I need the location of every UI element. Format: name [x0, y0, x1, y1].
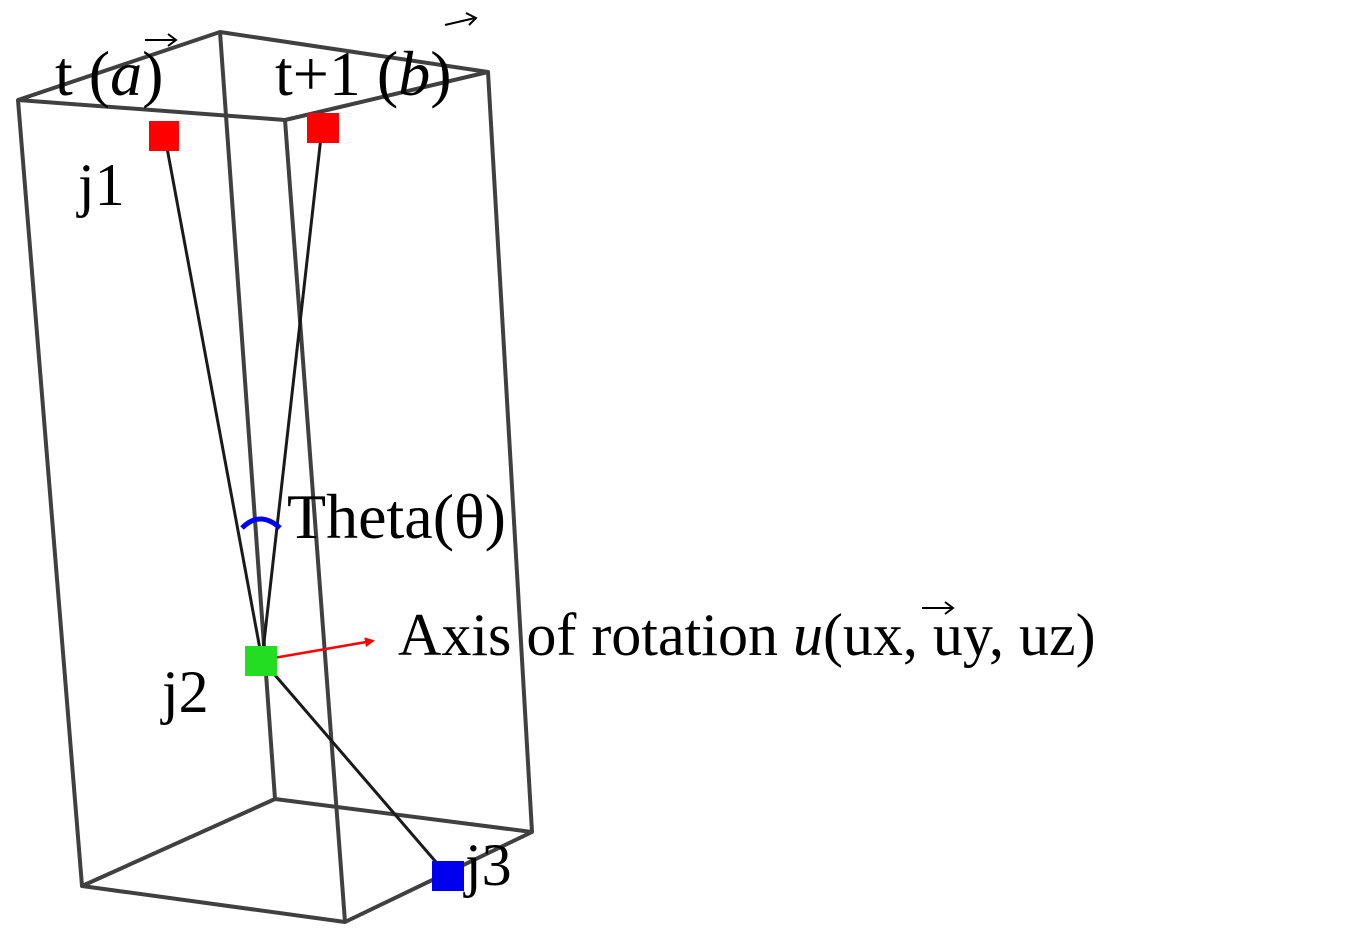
label-time-t: t (a) — [55, 38, 163, 109]
label-theta: Theta(θ) — [287, 481, 506, 552]
vector-arrow-b — [444, 12, 478, 26]
joint-j1-next — [307, 113, 339, 143]
joint-j2 — [245, 646, 277, 676]
box-edge-back-right — [486, 71, 534, 833]
vector-arrow-a — [145, 33, 178, 47]
label-axis-of-rotation: Axis of rotation u(ux, uy, uz) — [398, 602, 1096, 668]
box-edge-front-right — [283, 119, 347, 923]
axis-arrow — [261, 637, 375, 662]
bone-j2-j3 — [260, 659, 450, 877]
label-j3: j3 — [463, 832, 512, 898]
bone-j1-j2 — [163, 136, 264, 661]
label-j2: j2 — [160, 659, 209, 725]
box-edge-back-left — [218, 31, 277, 800]
label-time-t1: t+1 (b) — [275, 38, 452, 109]
joint-j1 — [149, 121, 179, 151]
theta-arc — [240, 516, 282, 530]
bones — [163, 127, 450, 877]
label-j1: j1 — [76, 152, 125, 218]
vector-marks — [145, 12, 955, 615]
vector-arrow-u — [922, 601, 955, 615]
box-edge-front-left — [16, 99, 84, 887]
bone-j1prime-j2 — [260, 127, 324, 661]
joint-j3 — [432, 861, 464, 891]
